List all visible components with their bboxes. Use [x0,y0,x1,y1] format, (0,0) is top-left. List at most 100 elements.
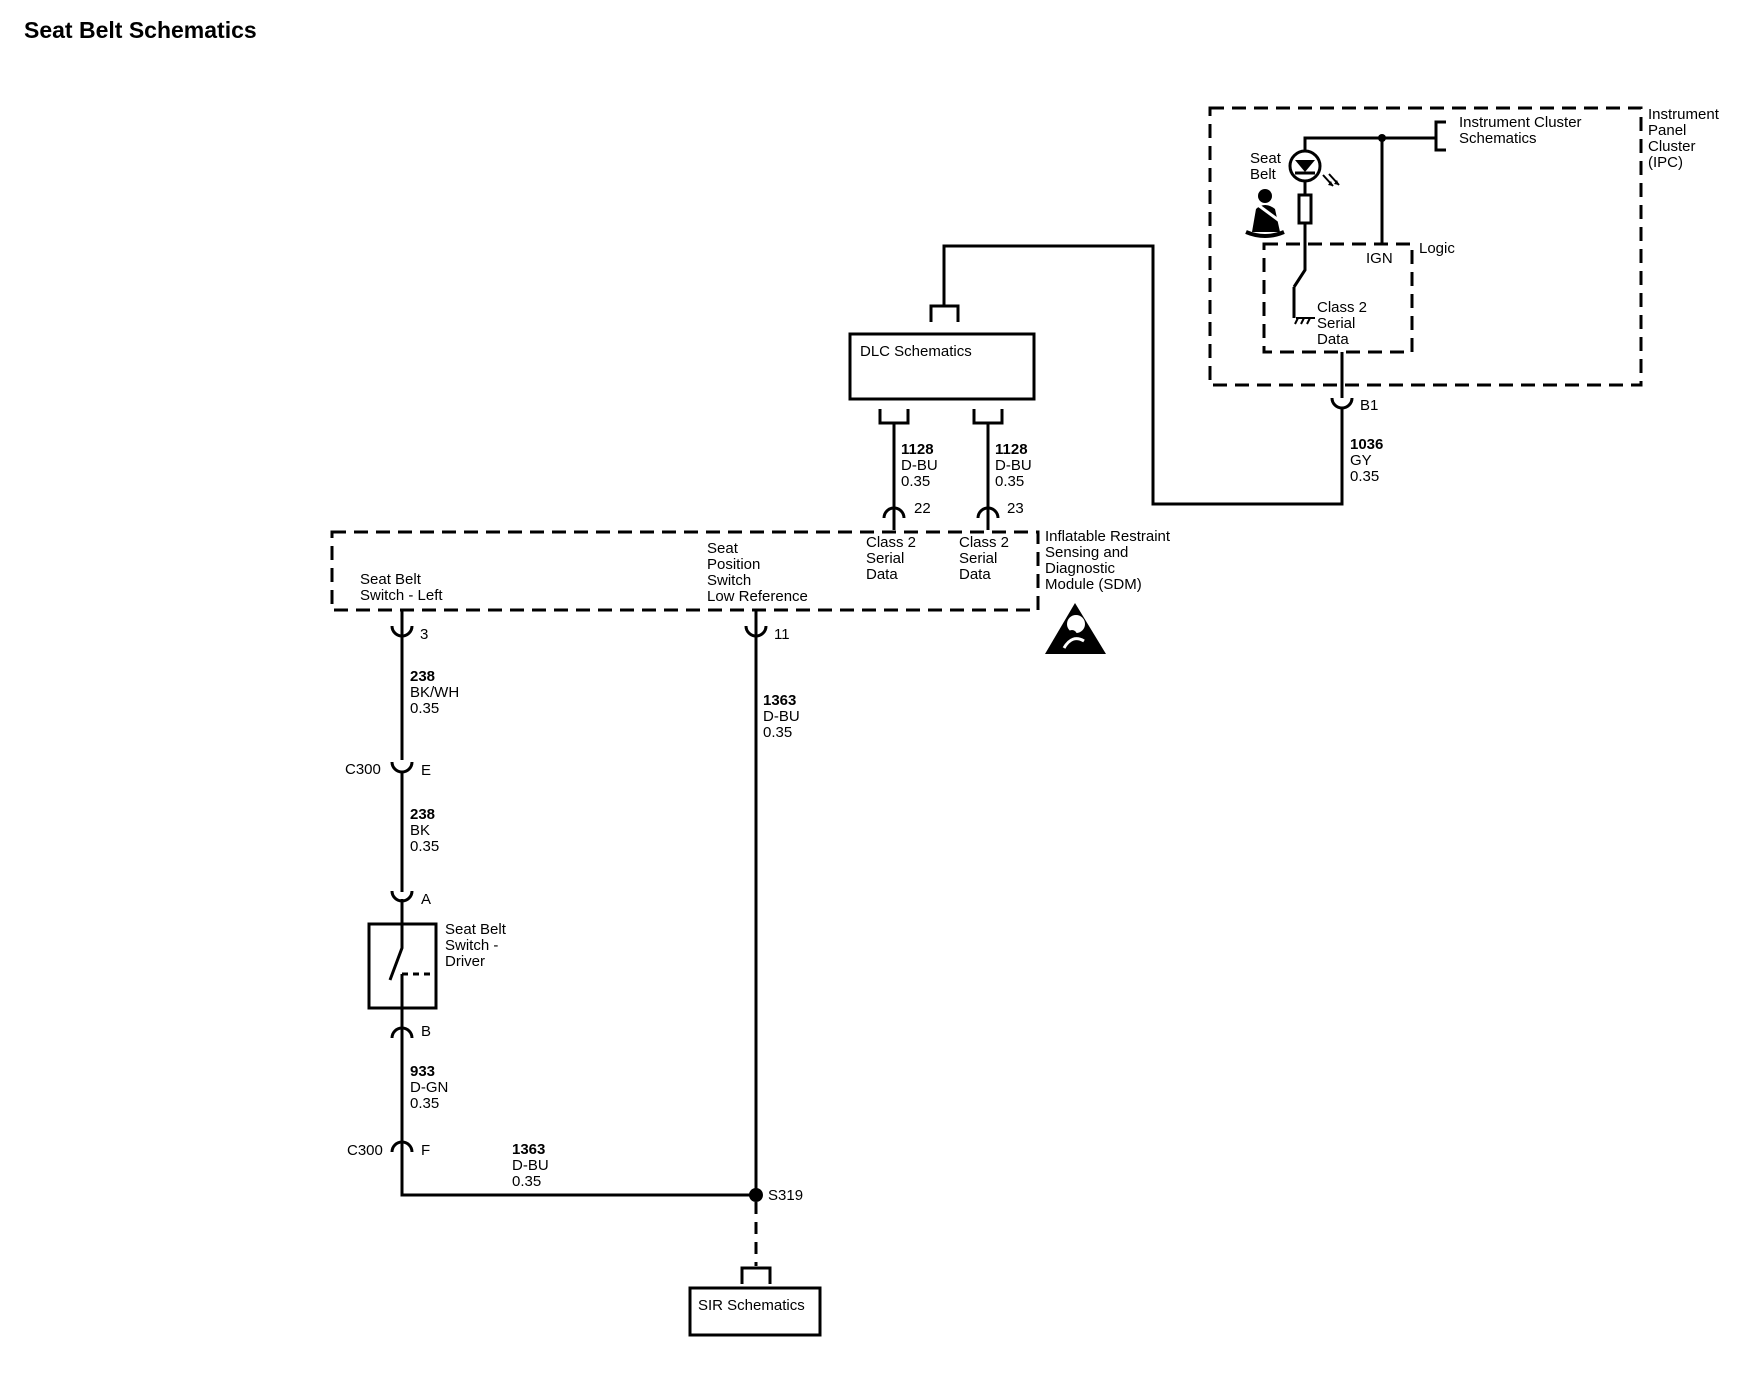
wire-1363-horizontal [400,1150,756,1197]
wire-1128-left-label: 1128 D-BU 0.35 [901,441,938,490]
seat-position-switch-label: Seat Position Switch Low Reference [707,540,808,605]
wire-color: GY [1350,452,1372,469]
ipc-label-line: Instrument [1648,106,1720,123]
sdm-label-line: Inflatable Restraint [1045,528,1171,545]
ipc-ref-line: Schematics [1459,130,1537,147]
dlc-left-bracket [878,409,910,425]
ipc-schematics-reference: Instrument Cluster Schematics [1434,114,1582,152]
ipc-module-label: Instrument Panel Cluster (IPC) [1648,106,1720,171]
ipc-class2-label: Class 2 Serial Data [1317,299,1367,348]
dlc-schematics-box[interactable] [848,332,1036,401]
driver-switch-line: Switch - [445,937,498,954]
c300-f-connector-icon [390,1140,414,1153]
sdm-label-line: Module (SDM) [1045,576,1142,593]
sir-schematics-box[interactable] [688,1286,822,1337]
ipc-module-boundary [1208,106,1643,387]
reference-bracket [1434,120,1446,152]
ipc-label-line: (IPC) [1648,154,1683,171]
pin-b1-label: B1 [1360,397,1378,414]
seat-belt-indicator-label: Belt [1250,166,1277,183]
seat-belt-indicator-label: Seat [1250,150,1282,167]
pin-b-connector-icon [390,1026,414,1039]
wire-circuit: 1363 [763,692,796,709]
seat-position-line: Low Reference [707,588,808,605]
wire-circuit: 933 [410,1063,435,1080]
pin-b-label: B [421,1023,431,1040]
ignition-feed-wire [1303,136,1436,150]
splice-s319-label: S319 [768,1187,803,1204]
logic-block-boundary [1262,242,1414,354]
c300-f-label: C300 [347,1142,383,1159]
wire-circuit: 238 [410,668,435,685]
splice-s319-dot [749,1188,763,1202]
wire-color: D-BU [512,1157,549,1174]
wire-circuit: 1128 [901,441,934,458]
c300-e-label: C300 [345,761,381,778]
wire-circuit: 1036 [1350,436,1383,453]
seat-position-line: Switch [707,572,751,589]
wire-gauge: 0.35 [410,838,439,855]
c300-e-connector-icon [390,761,414,774]
sdm-class2-line: Data [866,566,898,583]
page-title: Seat Belt Schematics [24,17,257,43]
wire-1363-vertical-label: 1363 D-BU 0.35 [763,692,800,741]
driver-switch-blade-icon [388,924,404,981]
ipc-label-line: Panel [1648,122,1686,139]
driver-switch-line: Seat Belt [445,921,507,938]
ipc-class2-line: Data [1317,331,1349,348]
wire-238-bk-label: 238 BK 0.35 [410,806,439,855]
wire-1036-label: 1036 GY 0.35 [1350,436,1383,485]
wire-color: D-BU [901,457,938,474]
sdm-label-line: Diagnostic [1045,560,1116,577]
sdm-class2-line: Data [959,566,991,583]
ign-label: IGN [1366,250,1393,267]
wire-circuit: 1128 [995,441,1028,458]
sdm-class2-line: Serial [959,550,997,567]
sdm-class2-b-label: Class 2 Serial Data [959,534,1009,583]
airbag-warning-icon [1045,603,1106,654]
seat-position-line: Seat [707,540,739,557]
wire-color: BK [410,822,430,839]
driver-switch-line: Driver [445,953,485,970]
dlc-schematics-label: DLC Schematics [860,343,972,360]
wire-238-bkwh-label: 238 BK/WH 0.35 [410,668,459,717]
wire-gauge: 0.35 [410,700,439,717]
wire-gauge: 0.35 [763,724,792,741]
ipc-ref-line: Instrument Cluster [1459,114,1582,131]
pin-11-label: 11 [774,626,790,643]
wire-color: D-GN [410,1079,448,1096]
sir-top-bracket [740,1266,772,1284]
seat-position-line: Position [707,556,760,573]
seat-belt-switch-driver-label: Seat Belt Switch - Driver [445,921,507,970]
wire-933-label: 933 D-GN 0.35 [410,1063,448,1112]
sir-schematics-label: SIR Schematics [698,1297,805,1314]
pin-3-label: 3 [420,626,428,643]
wire-1363-horizontal-label: 1363 D-BU 0.35 [512,1141,549,1190]
wire-gauge: 0.35 [901,473,930,490]
seat-belt-telltale-icon [1245,189,1285,238]
wire-circuit: 1363 [512,1141,545,1158]
sdm-class2-line: Class 2 [866,534,916,551]
wire-gauge: 0.35 [410,1095,439,1112]
seat-belt-left-line: Switch - Left [360,587,443,604]
seat-belt-left-line: Seat Belt [360,571,422,588]
resistor-icon [1297,193,1313,225]
ipc-label-line: Cluster [1648,138,1696,155]
wire-gauge: 0.35 [1350,468,1379,485]
sdm-class2-line: Class 2 [959,534,1009,551]
pin-23-label: 23 [1007,500,1024,517]
seat-belt-indicator-led-icon [1288,149,1340,187]
pin-f-label: F [421,1142,430,1159]
dlc-top-bracket [929,304,960,322]
ipc-switch-icon [1292,223,1307,288]
wire-circuit: 238 [410,806,435,823]
sdm-module-boundary [330,530,1040,612]
wire-gauge: 0.35 [512,1173,541,1190]
wire-1036 [942,244,1344,506]
wire-color: D-BU [763,708,800,725]
pin-b1-connector-icon [1330,397,1354,410]
dlc-right-bracket [972,409,1004,425]
sdm-class2-line: Serial [866,550,904,567]
ipc-class2-line: Class 2 [1317,299,1367,316]
